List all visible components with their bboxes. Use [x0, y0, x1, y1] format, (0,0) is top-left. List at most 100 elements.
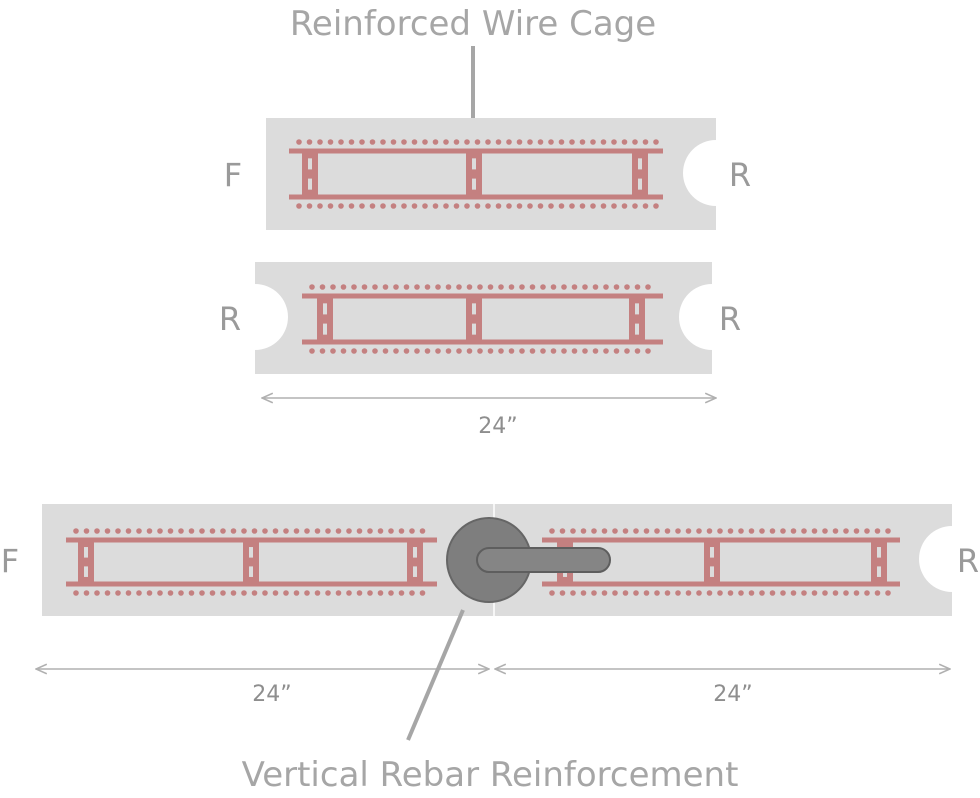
- cage-wire-dot: [600, 139, 607, 145]
- cage-wire-dot: [146, 528, 153, 534]
- title-label: Reinforced Wire Cage: [290, 4, 656, 44]
- cage-post-slot: [472, 303, 476, 315]
- cage-wire-dot: [885, 528, 891, 534]
- cage-wire-dot: [801, 590, 807, 596]
- cage-wire-dot: [613, 284, 620, 290]
- cage-wire-dot: [377, 528, 384, 534]
- cage-wire-dot: [864, 528, 870, 534]
- cage-wire-dot: [314, 528, 321, 534]
- cage-wire-dot: [540, 348, 546, 354]
- cage-wire-dot: [622, 590, 629, 596]
- cage-wire-dot: [188, 528, 195, 534]
- cage-wire-dot: [403, 284, 410, 290]
- cage-wire-dot: [372, 284, 378, 290]
- cage-wire-dot: [592, 348, 599, 354]
- cage-wire-dot: [590, 139, 596, 145]
- cage-wire-dot: [73, 528, 79, 534]
- cage-wire-dot: [361, 284, 368, 290]
- cage-wire-dot: [309, 348, 315, 354]
- cage-wire-dot: [519, 348, 525, 354]
- cage-post-slot: [877, 566, 881, 577]
- cage-wire-dot: [603, 284, 609, 290]
- cage-wire-dot: [759, 590, 765, 596]
- cage-wire-dot: [843, 590, 849, 596]
- cage-wire-dot: [435, 348, 441, 354]
- cage-wire-dot: [477, 348, 483, 354]
- cage-post-slot: [84, 547, 88, 558]
- cage-wire-dot: [104, 528, 111, 534]
- cage-wire-dot: [398, 528, 405, 534]
- cage-wire-dot: [178, 590, 184, 596]
- cage-wire-dot: [409, 528, 415, 534]
- cage-wire-dot: [157, 590, 163, 596]
- cage-wire-dot: [516, 203, 523, 209]
- cage-wire-dot: [209, 590, 216, 596]
- cage-wire-dot: [445, 348, 452, 354]
- assembly-right-dimension-label: 24”: [713, 682, 752, 707]
- cage-wire-dot: [390, 139, 397, 145]
- cage-wire-dot: [356, 528, 363, 534]
- cage-wire-dot: [487, 348, 494, 354]
- cage-wire-dot: [456, 284, 462, 290]
- cage-wire-dot: [527, 203, 533, 209]
- cage-post: [466, 296, 482, 342]
- cage-wire-dot: [558, 203, 565, 209]
- cage-wire-dot: [325, 528, 331, 534]
- cage-wire-dot: [330, 284, 336, 290]
- cage-wire-dot: [104, 590, 111, 596]
- cage-wire-dot: [230, 528, 237, 534]
- cage-wire-dot: [642, 203, 649, 209]
- cage-wire-dot: [550, 284, 557, 290]
- cage-wire-dot: [125, 590, 132, 596]
- cage-wire-dot: [748, 590, 755, 596]
- cage-post: [466, 151, 482, 197]
- cage-wire-dot: [435, 284, 441, 290]
- cage-wire-dot: [624, 348, 630, 354]
- cage-wire-dot: [115, 590, 121, 596]
- cage-post-slot: [472, 158, 476, 170]
- cage-wire-dot: [209, 528, 216, 534]
- cage-wire-dot: [403, 348, 410, 354]
- cage-wire-dot: [516, 139, 523, 145]
- cage-post: [243, 540, 259, 584]
- cage-wire-dot: [319, 348, 326, 354]
- cage-wire-dot: [443, 139, 449, 145]
- cage-wire-dot: [377, 590, 384, 596]
- cage-wire-dot: [346, 528, 352, 534]
- cage-wire-dot: [73, 590, 79, 596]
- cage-wire-dot: [811, 528, 818, 534]
- cage-wire-dot: [727, 528, 734, 534]
- cage-wire-dot: [424, 348, 431, 354]
- cage-wire-dot: [411, 203, 418, 209]
- cage-wire-dot: [537, 139, 544, 145]
- cage-wire-dot: [422, 139, 428, 145]
- cage-wire-dot: [790, 590, 797, 596]
- cage-wire-dot: [580, 590, 587, 596]
- cage-wire-dot: [136, 528, 142, 534]
- cage-wire-dot: [346, 590, 352, 596]
- cage-wire-dot: [414, 284, 420, 290]
- caption-label: Vertical Rebar Reinforcement: [242, 755, 739, 795]
- cage-wire-dot: [220, 528, 226, 534]
- cage-wire-dot: [241, 590, 247, 596]
- cage-wire-dot: [296, 139, 302, 145]
- cage-wire-dot: [853, 528, 860, 534]
- cage-wire-dot: [272, 528, 279, 534]
- cage-wire-dot: [675, 590, 681, 596]
- cage-wire-dot: [262, 590, 268, 596]
- cage-wire-dot: [125, 528, 132, 534]
- cage-wire-dot: [382, 284, 389, 290]
- cage-wire-dot: [367, 528, 373, 534]
- cage-wire-dot: [317, 203, 323, 209]
- cage-wire-dot: [338, 203, 344, 209]
- cage-wire-dot: [643, 590, 650, 596]
- cage-wire-dot: [603, 348, 609, 354]
- cage-wire-dot: [769, 590, 776, 596]
- cage-wire-dot: [508, 348, 515, 354]
- cage-wire-dot: [738, 590, 744, 596]
- cage-wire-dot: [335, 590, 342, 596]
- cage-wire-dot: [293, 590, 300, 596]
- cage-wire-dot: [372, 348, 378, 354]
- cage-wire-dot: [550, 348, 557, 354]
- cage-wire-dot: [317, 139, 323, 145]
